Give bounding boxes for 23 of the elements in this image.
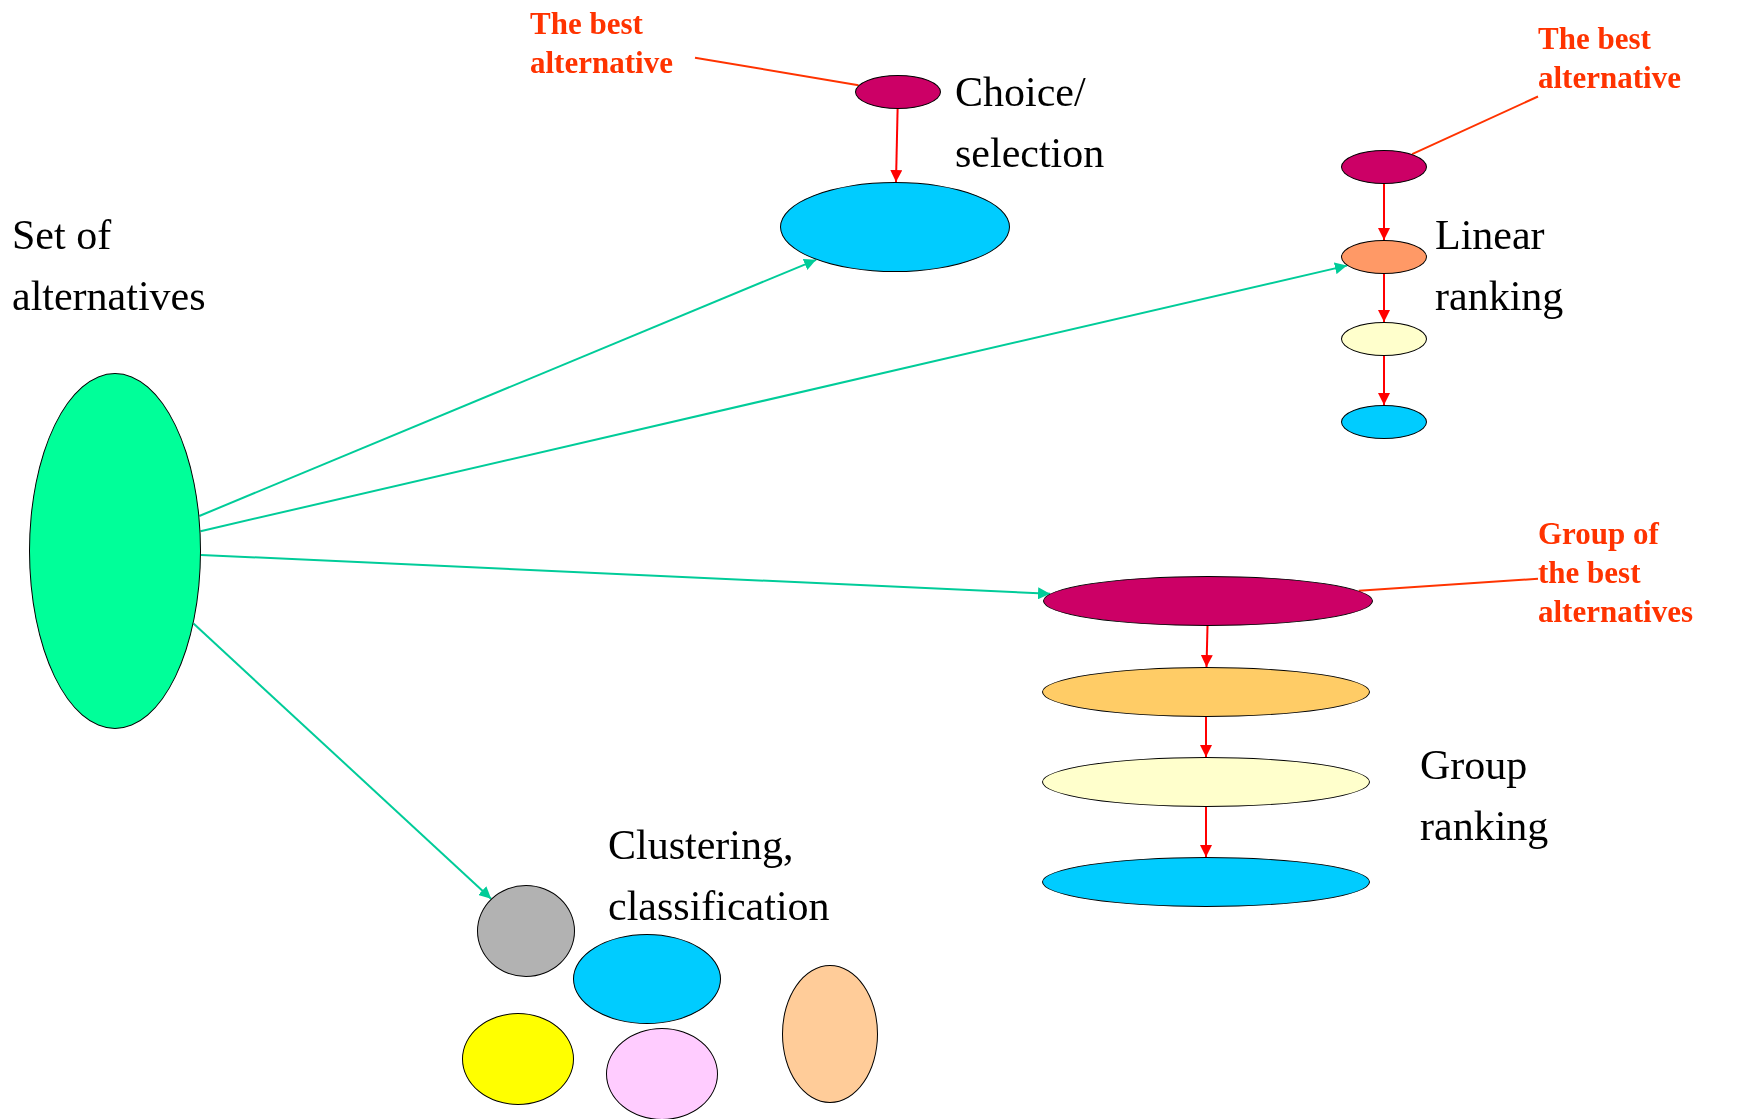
callout-text: The best alternative bbox=[1538, 20, 1703, 98]
arrow bbox=[890, 108, 903, 183]
section-label: Group ranking bbox=[1420, 741, 1550, 851]
arrow bbox=[200, 553, 1051, 600]
leader-line bbox=[1411, 95, 1539, 156]
section-label: Clustering, classification bbox=[608, 821, 831, 931]
arrow bbox=[1378, 355, 1390, 406]
section-label: Linear ranking bbox=[1435, 211, 1565, 321]
arrow bbox=[1200, 625, 1213, 668]
arrow bbox=[192, 622, 493, 900]
callout-text: Group of the best alternatives bbox=[1538, 515, 1703, 632]
arrow bbox=[199, 262, 1348, 533]
leader-line bbox=[1357, 577, 1539, 592]
arrow bbox=[1378, 183, 1390, 241]
callout-text: The best alternative bbox=[530, 5, 695, 83]
ellipse-node bbox=[1341, 240, 1427, 274]
arrow bbox=[1378, 273, 1390, 323]
section-label: Set of alternatives bbox=[12, 211, 207, 321]
leader-line bbox=[694, 56, 860, 87]
section-label: Choice/ selection bbox=[955, 68, 1106, 178]
arrow bbox=[1200, 806, 1212, 858]
ellipse-node bbox=[477, 885, 575, 977]
arrow bbox=[1200, 716, 1212, 758]
